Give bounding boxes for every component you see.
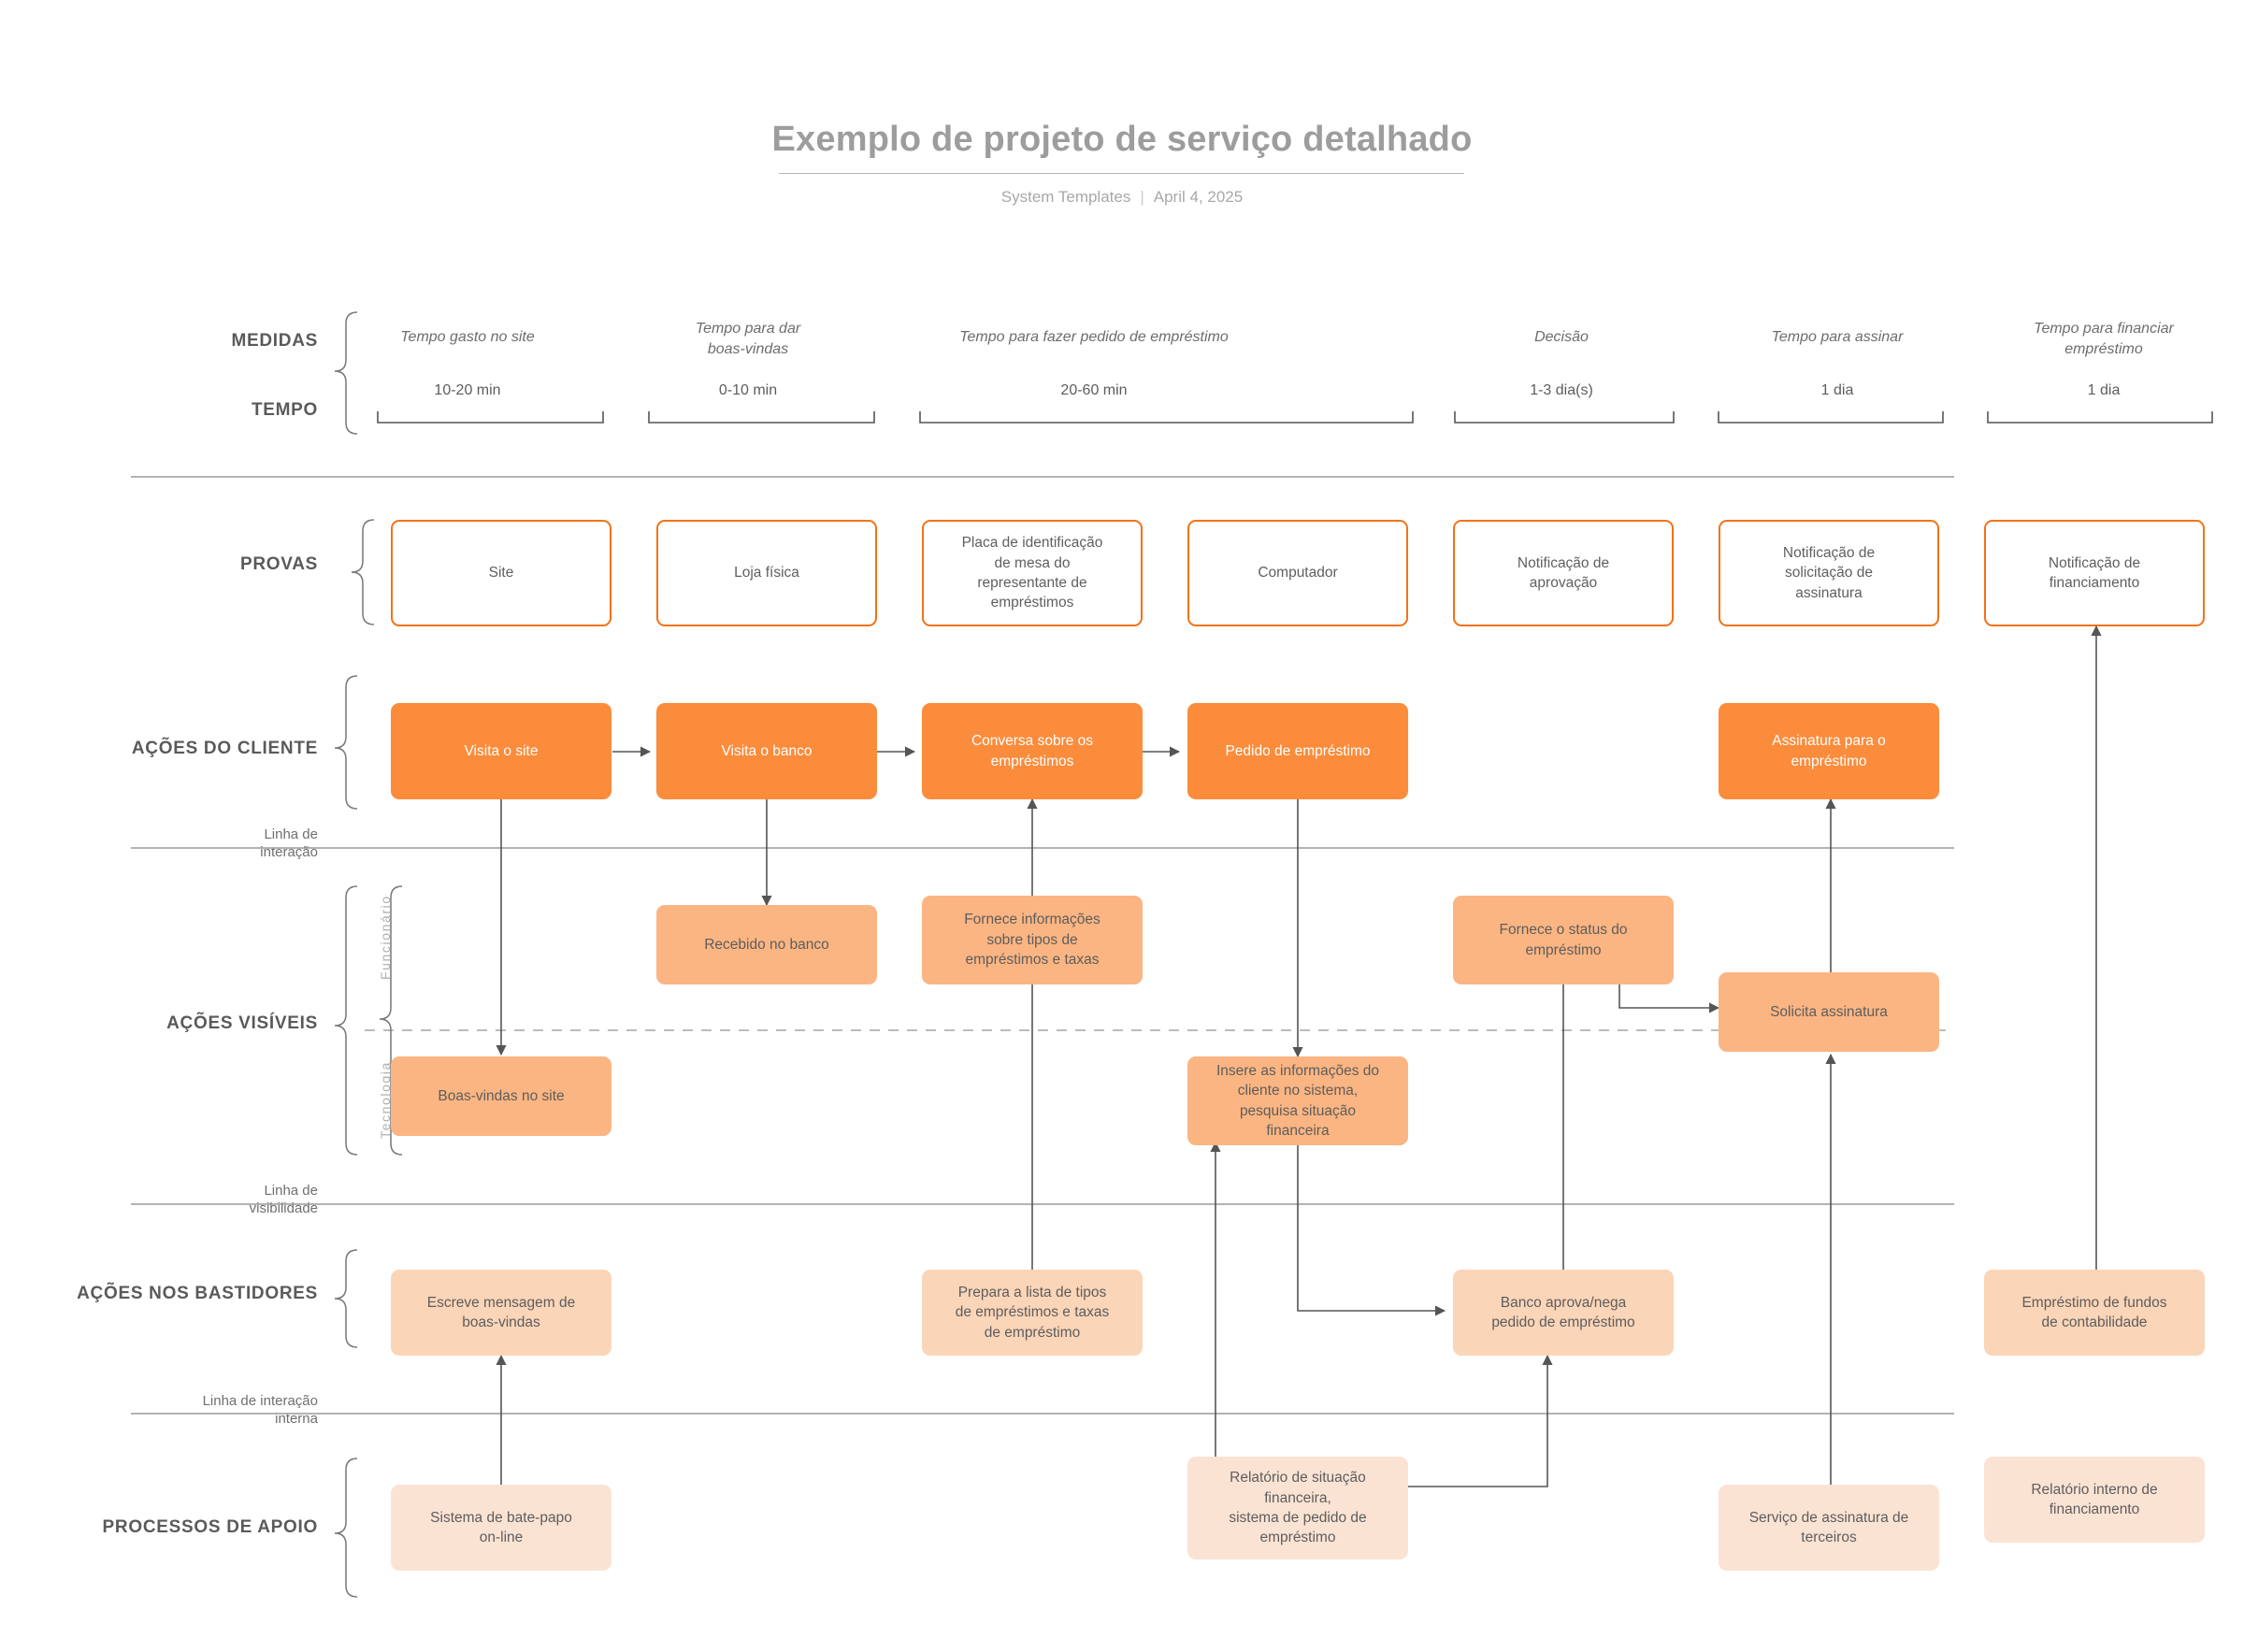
measure-3: Decisão xyxy=(1534,329,1589,345)
row-label-processos-de-apoio: PROCESSOS DE APOIO xyxy=(102,1517,318,1537)
backstage-action-box-3[interactable]: Empréstimo de fundos de contabilidade xyxy=(1984,1270,2205,1356)
measure-5: Tempo para financiar empréstimo xyxy=(2034,321,2174,357)
title-underline xyxy=(779,173,1464,174)
frontstage-employee-box-2[interactable]: Fornece o status do empréstimo xyxy=(1453,896,1674,984)
support-process-box-1[interactable]: Relatório de situação financeira, sistem… xyxy=(1187,1457,1408,1559)
support-process-box-0[interactable]: Sistema de bate-papo on-line xyxy=(391,1485,611,1571)
measure-2: Tempo para fazer pedido de empréstimo xyxy=(959,329,1229,345)
support-process-box-2[interactable]: Serviço de assinatura de terceiros xyxy=(1719,1485,1939,1571)
time-value-0: 10-20 min xyxy=(434,382,501,398)
frontstage-employee-box-3[interactable]: Solicita assinatura xyxy=(1719,972,1939,1052)
subtitle-separator: | xyxy=(1140,188,1144,206)
row-label-acoes-do-cliente: AÇÕES DO CLIENTE xyxy=(131,739,318,758)
subtitle-date: April 4, 2025 xyxy=(1153,188,1244,206)
frontstage-technology-box-1[interactable]: Insere as informações do cliente no sist… xyxy=(1187,1056,1408,1145)
measure-0: Tempo gasto no site xyxy=(400,329,535,345)
customer-action-box-3[interactable]: Pedido de empréstimo xyxy=(1187,703,1408,799)
customer-action-box-2[interactable]: Conversa sobre os empréstimos xyxy=(922,703,1143,799)
divider-label-internal-interaction: Linha de interação interna xyxy=(202,1393,318,1427)
customer-action-box-4[interactable]: Assinatura para o empréstimo xyxy=(1719,703,1939,799)
backstage-action-box-2[interactable]: Banco aprova/nega pedido de empréstimo xyxy=(1453,1270,1674,1356)
brace-group xyxy=(334,311,403,1598)
evidence-box-4[interactable]: Notificação de aprovação xyxy=(1453,520,1674,626)
subtitle-author: System Templates xyxy=(1000,188,1131,206)
measure-1: Tempo para dar boas-vindas xyxy=(695,321,801,357)
row-label-tempo: TEMPO xyxy=(251,400,318,420)
frontstage-technology-box-0[interactable]: Boas-vindas no site xyxy=(391,1056,611,1136)
time-value-1: 0-10 min xyxy=(718,382,778,398)
evidence-box-3[interactable]: Computador xyxy=(1187,520,1408,626)
conn-report-to-approve-elbow xyxy=(1393,1354,1553,1487)
backstage-action-box-0[interactable]: Escreve mensagem de boas-vindas xyxy=(391,1270,611,1356)
backstage-action-box-1[interactable]: Prepara a lista de tipos de empréstimos … xyxy=(922,1270,1143,1356)
support-process-box-3[interactable]: Relatório interno de financiamento xyxy=(1984,1457,2205,1543)
time-bracket-group xyxy=(377,411,2213,424)
customer-action-box-0[interactable]: Visita o site xyxy=(391,703,611,799)
frontstage-employee-box-0[interactable]: Recebido no banco xyxy=(656,905,877,984)
row-label-acoes-visiveis: AÇÕES VISÍVEIS xyxy=(166,1013,318,1033)
evidence-box-2[interactable]: Placa de identificação de mesa do repres… xyxy=(922,520,1143,626)
row-label-provas: PROVAS xyxy=(239,554,318,574)
evidence-box-5[interactable]: Notificação de solicitação de assinatura xyxy=(1719,520,1939,626)
page-title: Exemplo de projeto de serviço detalhado xyxy=(771,120,1473,159)
row-label-medidas: MEDIDAS xyxy=(231,331,318,351)
frontstage-employee-box-1[interactable]: Fornece informações sobre tipos de empré… xyxy=(922,896,1143,984)
page-subtitle: System Templates | April 4, 2025 xyxy=(0,188,2244,207)
evidence-box-1[interactable]: Loja física xyxy=(656,520,877,626)
customer-action-box-1[interactable]: Visita o banco xyxy=(656,703,877,799)
evidence-box-0[interactable]: Site xyxy=(391,520,611,626)
conn-insert-to-approve xyxy=(1297,1142,1446,1316)
time-value-2: 20-60 min xyxy=(1060,382,1128,398)
time-value-3: 1-3 dia(s) xyxy=(1530,382,1593,398)
evidence-box-6[interactable]: Notificação de financiamento xyxy=(1984,520,2205,626)
time-value-4: 1 dia xyxy=(1820,382,1854,398)
time-value-5: 1 dia xyxy=(2087,382,2121,398)
measure-4: Tempo para assinar xyxy=(1771,329,1904,345)
row-label-acoes-nos-bastidores: AÇÕES NOS BASTIDORES xyxy=(77,1284,318,1303)
